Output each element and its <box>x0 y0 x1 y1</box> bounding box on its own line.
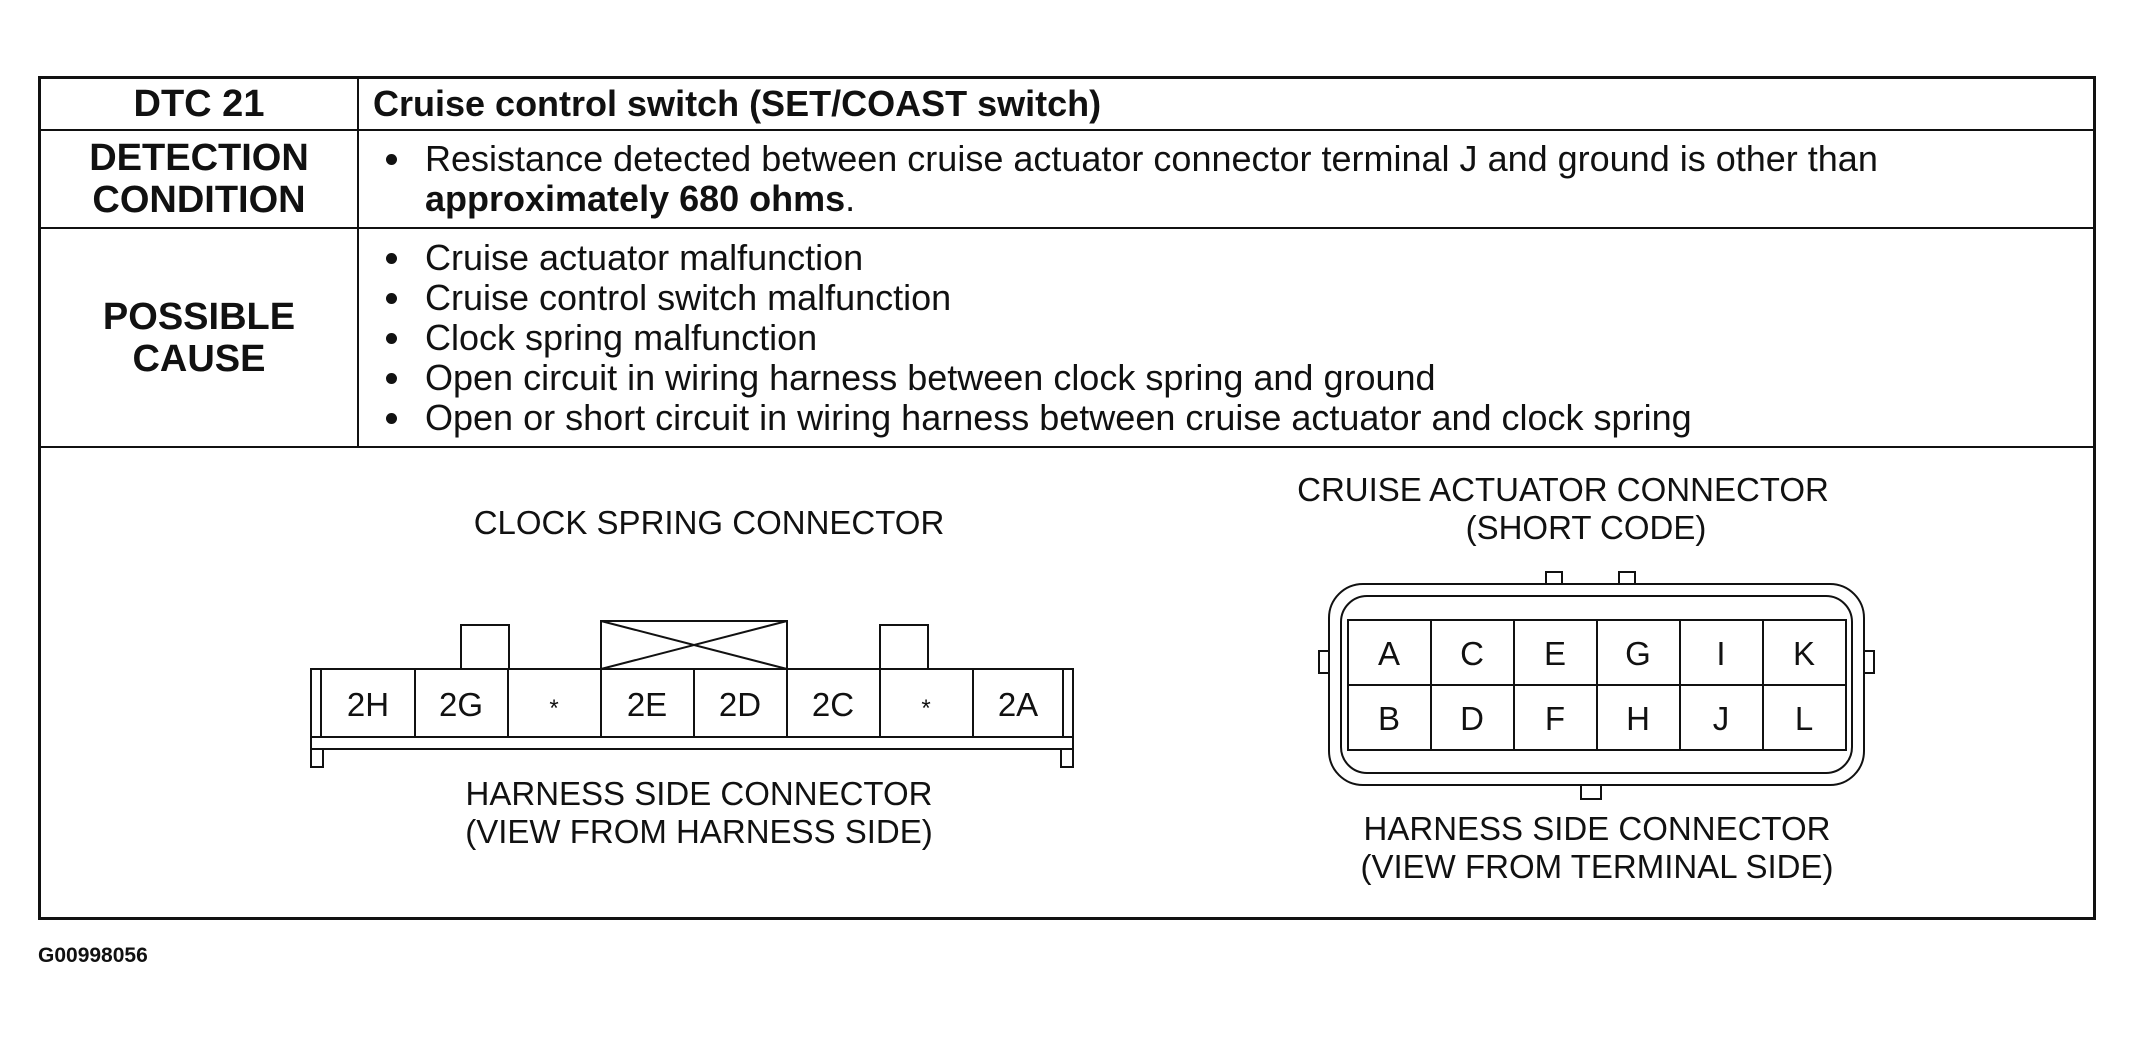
cruise-actuator-title-line1: CRUISE ACTUATOR CONNECTOR <box>1297 471 1829 508</box>
actuator-housing <box>1328 583 1865 786</box>
terminal-a: A <box>1378 635 1400 672</box>
terminal-i: I <box>1716 635 1725 672</box>
cause-item: Cruise actuator malfunction <box>415 237 2092 278</box>
terminal-k: K <box>1793 635 1815 672</box>
terminal-d: D <box>1460 700 1484 737</box>
possible-cause-row: POSSIBLE CAUSE Cruise actuator malfuncti… <box>41 228 2093 448</box>
terminal-2c: 2C <box>812 686 854 723</box>
cruise-actuator-caption-line2: (VIEW FROM TERMINAL SIDE) <box>1360 848 1833 885</box>
detection-label-line2: CONDITION <box>92 179 306 221</box>
cause-item: Cruise control switch malfunction <box>415 277 2092 318</box>
cause-item: Clock spring malfunction <box>415 317 2092 358</box>
terminal-unused: * <box>549 695 558 722</box>
clock-spring-caption-line1: HARNESS SIDE CONNECTOR <box>466 775 933 812</box>
clock-spring-foot <box>1060 737 1074 768</box>
actuator-nub <box>1318 650 1330 674</box>
terminal-j: J <box>1713 700 1730 737</box>
terminal-l: L <box>1795 700 1813 737</box>
terminal-e: E <box>1544 635 1566 672</box>
terminal-2h: 2H <box>347 686 389 723</box>
terminal-unused: * <box>921 695 930 722</box>
cause-item: Open or short circuit in wiring harness … <box>415 397 2092 438</box>
dtc-table: DTC 21 Cruise control switch (SET/COAST … <box>41 79 2093 448</box>
dtc-number: DTC 21 <box>41 79 359 131</box>
figure-id: G00998056 <box>38 944 148 967</box>
detection-label-line1: DETECTION <box>89 137 309 179</box>
terminal-f: F <box>1545 700 1565 737</box>
clock-spring-caption-line2: (VIEW FROM HARNESS SIDE) <box>465 813 933 850</box>
clock-spring-tab <box>460 624 510 670</box>
terminal-h: H <box>1626 700 1650 737</box>
terminal-g: G <box>1625 635 1651 672</box>
detection-threshold: approximately 680 ohms <box>425 178 846 219</box>
detection-period: . <box>845 178 856 219</box>
lock-cross-line <box>600 620 788 670</box>
actuator-nub <box>1618 571 1636 585</box>
cruise-actuator-title-line2: (SHORT CODE) <box>1466 509 1707 546</box>
detection-condition-row: DETECTION CONDITION Resistance detected … <box>41 130 2093 229</box>
connector-diagrams: CLOCK SPRING CONNECTOR 2H 2 <box>310 471 1875 885</box>
detection-text: Resistance detected between cruise actua… <box>425 138 1878 179</box>
clock-spring-foot <box>310 737 324 768</box>
cruise-actuator-caption-line1: HARNESS SIDE CONNECTOR <box>1364 810 1831 847</box>
actuator-nub <box>1545 571 1563 585</box>
cause-item: Open circuit in wiring harness between c… <box>415 357 2092 398</box>
clock-spring-body <box>310 668 1074 738</box>
terminal-2g: 2G <box>439 686 483 723</box>
detection-item: Resistance detected between cruise actua… <box>415 139 2092 219</box>
cruise-actuator-connector: CRUISE ACTUATOR CONNECTOR (SHORT CODE) A… <box>1297 471 1875 885</box>
clock-spring-connector: CLOCK SPRING CONNECTOR 2H 2 <box>310 504 1074 850</box>
possible-cause-label: POSSIBLE CAUSE <box>41 228 359 448</box>
dtc-title: Cruise control switch (SET/COAST switch) <box>358 79 2093 131</box>
terminal-2d: 2D <box>719 686 761 723</box>
possible-cause-list: Cruise actuator malfunction Cruise contr… <box>358 228 2093 448</box>
detection-condition-text: Resistance detected between cruise actua… <box>358 130 2093 229</box>
actuator-nub <box>1863 650 1875 674</box>
terminal-2a: 2A <box>998 686 1038 723</box>
clock-spring-frame <box>320 668 1064 738</box>
clock-spring-title: CLOCK SPRING CONNECTOR <box>474 504 945 541</box>
terminal-c: C <box>1460 635 1484 672</box>
detection-condition-label: DETECTION CONDITION <box>41 130 359 229</box>
dtc-sheet: DTC 21 Cruise control switch (SET/COAST … <box>38 76 2096 920</box>
terminal-2e: 2E <box>627 686 667 723</box>
clock-spring-tab <box>879 624 929 670</box>
actuator-nub <box>1580 784 1602 800</box>
dtc-row: DTC 21 Cruise control switch (SET/COAST … <box>41 79 2093 131</box>
cause-label-line2: CAUSE <box>132 337 266 380</box>
actuator-housing-inner <box>1340 595 1853 774</box>
cause-label-line1: POSSIBLE <box>102 295 296 338</box>
terminal-b: B <box>1378 700 1400 737</box>
